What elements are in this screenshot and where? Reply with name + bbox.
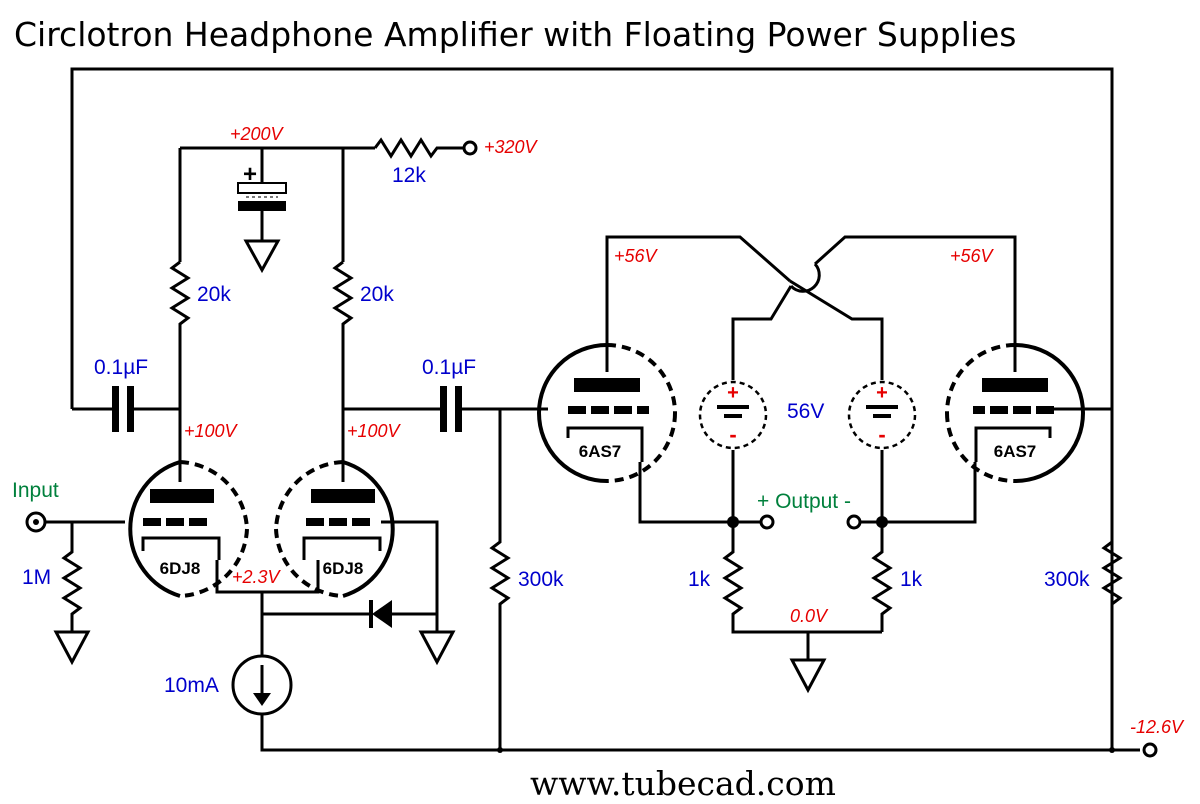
tube-6dj8-left: 6DJ8: [128, 460, 249, 598]
output-label: + Output -: [757, 490, 851, 513]
ground-symbols: [53, 239, 827, 694]
input-label: Input: [12, 479, 59, 502]
coupling-cap-right: [440, 386, 462, 432]
tube-6dj8-left-label: 6DJ8: [160, 559, 201, 578]
tube-6as7-left-label: 6AS7: [579, 442, 622, 461]
website-footer: www.tubecad.com: [530, 764, 836, 803]
tube-6as7-right-label: 6AS7: [994, 442, 1037, 461]
floating-supply-left: + -: [698, 380, 768, 450]
tube-6as7-right: 6AS7: [945, 343, 1085, 483]
voltage-100v-right: +100V: [347, 421, 402, 441]
current-source: [231, 654, 293, 716]
r-grid-out-left-label: 300k: [518, 568, 564, 591]
voltage-100v-left: +100V: [184, 421, 239, 441]
nodes: [462, 140, 1158, 758]
voltage-320v: +320V: [484, 137, 539, 157]
voltage-neg-12-6v: -12.6V: [1130, 717, 1185, 737]
voltage-200v: +200V: [230, 124, 285, 144]
r-cathode-left-label: 1k: [688, 568, 711, 591]
coupling-cap-left: [112, 386, 134, 432]
input-jack: [25, 511, 47, 533]
current-source-label: 10mA: [164, 674, 219, 697]
voltage-0v: 0.0V: [790, 606, 829, 626]
tube-6as7-left: 6AS7: [537, 343, 677, 483]
voltage-56v-left: +56V: [614, 246, 659, 266]
cap-plus-sign: +: [243, 161, 257, 188]
svg-text:+: +: [876, 382, 888, 404]
r-cathode-right-label: 1k: [900, 568, 923, 591]
svg-text:-: -: [729, 422, 736, 447]
r-grid-out-right-label: 300k: [1044, 568, 1090, 591]
voltage-56v-right: +56V: [950, 246, 995, 266]
cap-left-label: 0.1µF: [94, 356, 148, 379]
r-plate-right-label: 20k: [360, 283, 394, 306]
tube-6dj8-right-label: 6DJ8: [323, 559, 364, 578]
r-grid-label: 1M: [22, 566, 51, 589]
diagram-title: Circlotron Headphone Amplifier with Floa…: [14, 15, 1017, 54]
wires: [44, 67, 1140, 752]
diode: [369, 600, 392, 628]
r-supply-label: 12k: [392, 164, 426, 187]
filter-capacitor: [237, 182, 287, 211]
r-plate-left-label: 20k: [197, 283, 231, 306]
floating-supply-right: + -: [847, 380, 917, 450]
voltage-2-3v: +2.3V: [232, 567, 282, 587]
svg-text:-: -: [878, 422, 885, 447]
cap-right-label: 0.1µF: [422, 356, 476, 379]
tube-6dj8-right: 6DJ8: [274, 460, 395, 598]
svg-text:+: +: [727, 382, 739, 404]
floating-supply-label: 56V: [787, 400, 824, 423]
